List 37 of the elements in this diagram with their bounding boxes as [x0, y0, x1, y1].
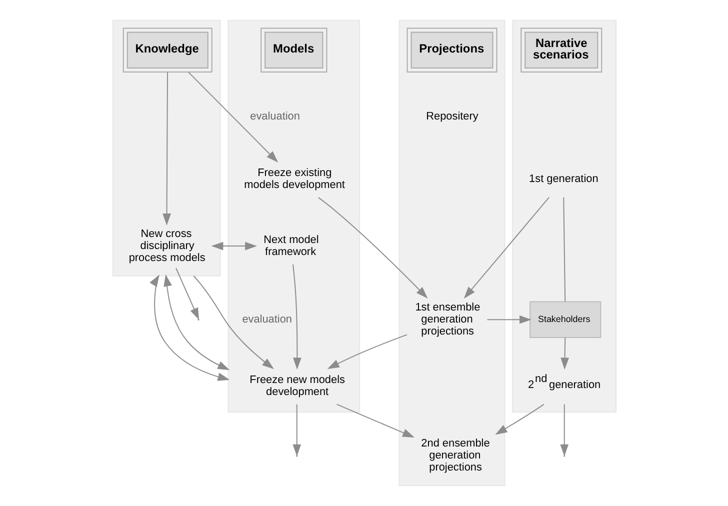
node-text: 2nd ensemble generation projections [420, 438, 490, 474]
node-text: Next model framework [263, 234, 318, 258]
arrow [317, 197, 428, 298]
arrow [292, 404, 301, 456]
cluster [398, 20, 505, 486]
arrow [560, 337, 568, 370]
node-box: Models [260, 28, 327, 73]
edge-label: evaluation [242, 313, 292, 326]
node-text: Freeze existing models development [244, 167, 344, 192]
arrow [175, 268, 199, 320]
node-text: 1st ensemble generation projections [414, 301, 480, 338]
arrow [486, 315, 531, 324]
node-text: Repositery [426, 110, 478, 123]
node-box: Narrative scenarios [520, 28, 602, 73]
node-text: Freeze new models development [249, 374, 344, 398]
arrow [149, 274, 230, 381]
connector [562, 196, 566, 302]
arrow [187, 72, 278, 163]
arrow [494, 404, 544, 435]
node-box: Knowledge [122, 28, 212, 73]
arrow [210, 242, 256, 250]
arrow [336, 404, 414, 438]
arrow [560, 404, 568, 456]
arrow [163, 274, 230, 370]
arrow [463, 196, 550, 299]
cluster [512, 20, 616, 413]
cluster [227, 20, 360, 413]
arrow [292, 264, 301, 370]
arrow [326, 334, 407, 369]
node-box: Stakeholders [529, 301, 601, 338]
cluster [112, 20, 220, 276]
arrow [162, 72, 170, 226]
node-text: New cross disciplinary process models [128, 228, 205, 264]
edge-label: evaluation [250, 110, 300, 123]
arrow [192, 275, 274, 370]
node-box: Projections [406, 28, 497, 73]
node-text: 1st generation [528, 173, 598, 186]
